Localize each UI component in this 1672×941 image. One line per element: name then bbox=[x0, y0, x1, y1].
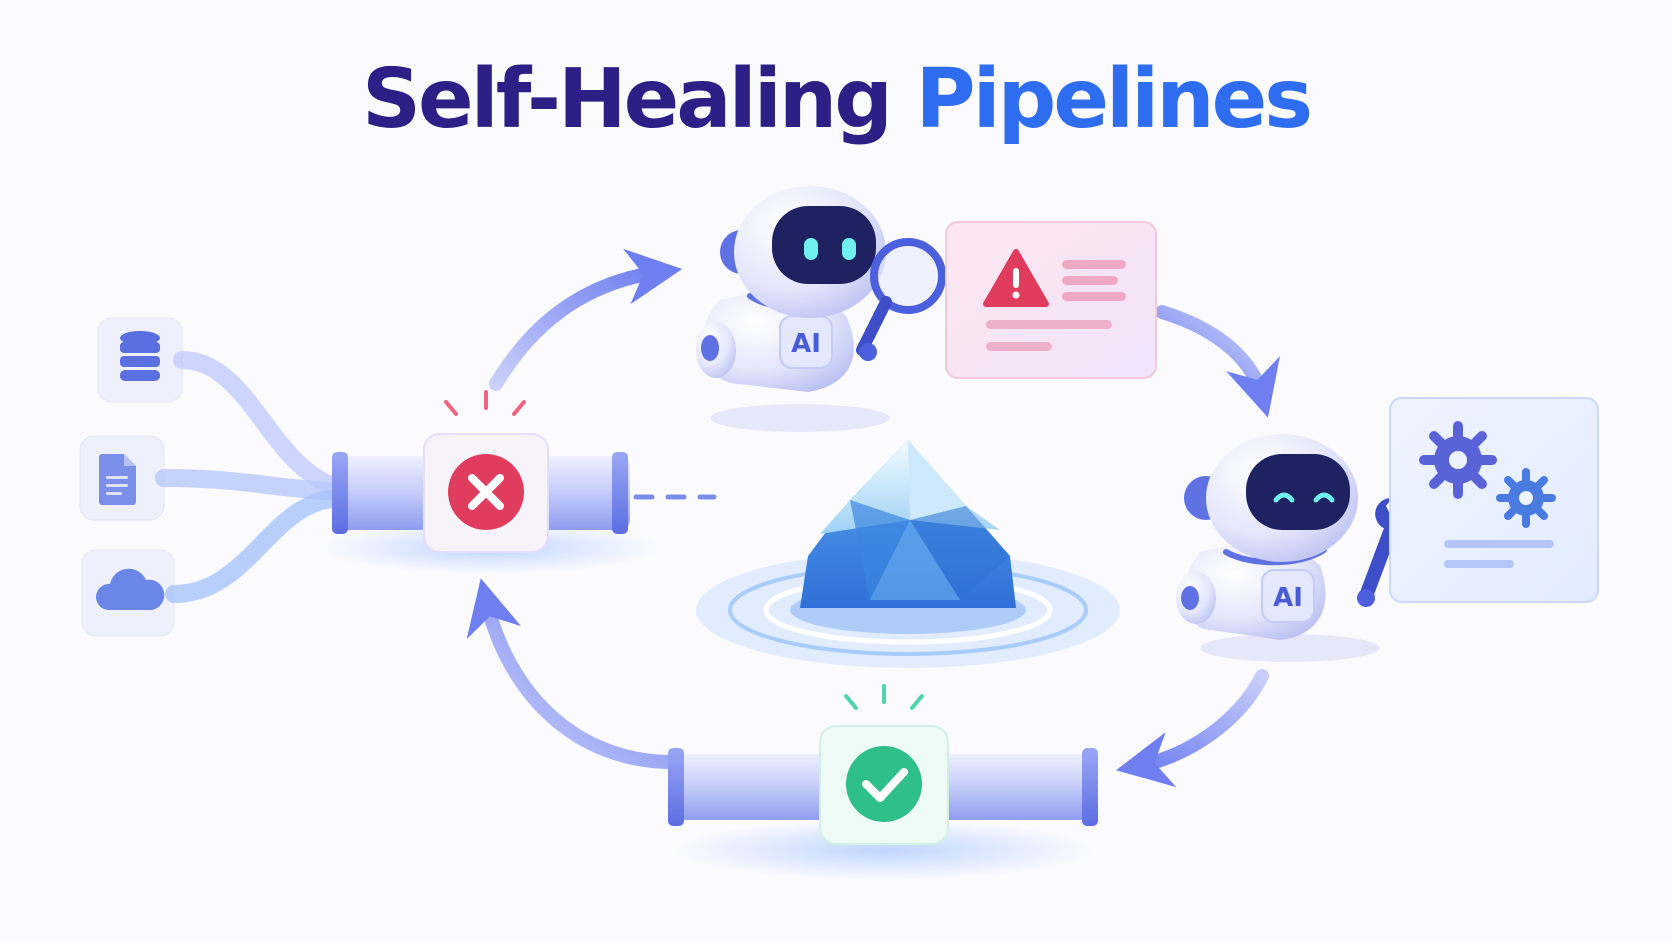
source-document bbox=[79, 435, 165, 521]
settings-card bbox=[1389, 397, 1599, 603]
source-cloud bbox=[81, 549, 175, 637]
arrow-to-failed bbox=[466, 578, 675, 769]
alert-card bbox=[945, 221, 1157, 379]
warning-icon bbox=[983, 249, 1049, 307]
cloud-icon bbox=[95, 568, 165, 610]
pipeline-healed bbox=[668, 684, 1098, 880]
success-sparks bbox=[844, 684, 924, 710]
check-icon bbox=[846, 746, 922, 822]
database-icon bbox=[120, 331, 160, 381]
magnifying-glass-icon bbox=[856, 238, 946, 361]
alert-sparks bbox=[444, 390, 526, 416]
title-part-1: Self-Healing bbox=[361, 52, 893, 147]
source-database bbox=[97, 317, 183, 403]
fixer-robot: AI bbox=[1176, 434, 1406, 662]
cycle-arrows bbox=[466, 248, 1280, 788]
title-part-2: Pipelines bbox=[915, 52, 1313, 147]
arrow-to-healed bbox=[1116, 669, 1269, 788]
arrow-to-fixer bbox=[1155, 305, 1280, 418]
gear-small-icon bbox=[1496, 468, 1556, 528]
source-flows bbox=[155, 351, 349, 603]
fixer-ai-badge: AI bbox=[1273, 583, 1303, 613]
page-title: Self-Healing Pipelines bbox=[0, 52, 1672, 147]
document-icon bbox=[99, 454, 136, 505]
iceberg bbox=[696, 440, 1120, 668]
inspector-robot: AI bbox=[696, 186, 946, 432]
inspector-ai-badge: AI bbox=[791, 329, 821, 359]
pipeline-failed bbox=[320, 390, 717, 574]
arrow-to-inspector bbox=[489, 248, 683, 391]
gear-icon bbox=[1419, 421, 1497, 499]
